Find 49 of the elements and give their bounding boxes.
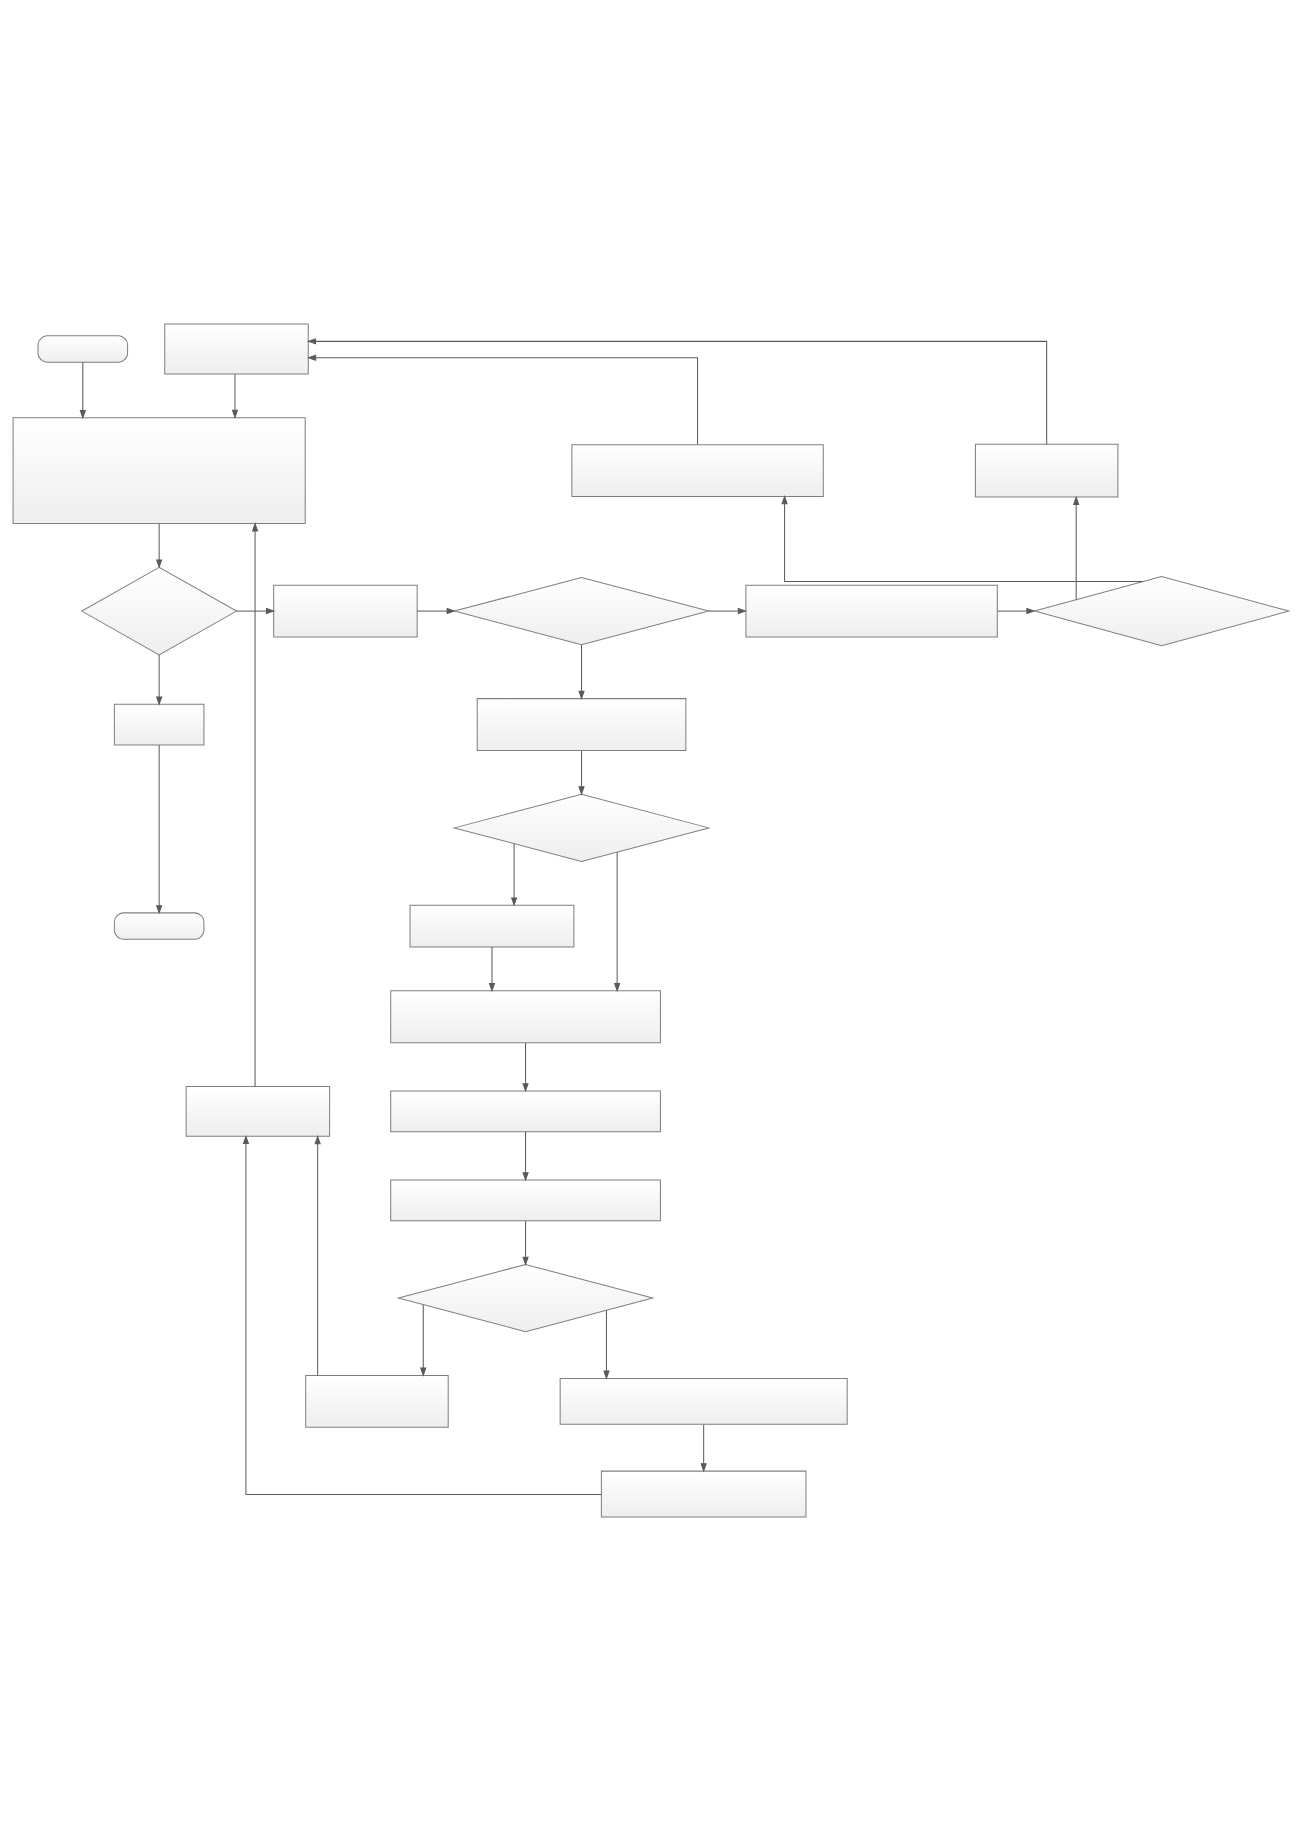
arrow [155,522,162,569]
arrow [242,1134,602,1495]
node-box [12,416,306,524]
arrow [521,1131,529,1181]
node-box [570,443,824,497]
arrow [613,851,620,992]
node-box [409,904,574,947]
node-box [389,989,661,1043]
arrow [251,521,258,1087]
arrow [780,494,1143,582]
arrow [488,946,495,992]
arrow [521,1042,529,1092]
arrow [577,643,585,700]
node-diamond [80,566,238,655]
node-box [744,584,998,638]
arrow [996,607,1036,614]
arrow [155,744,162,914]
arrow [707,607,747,614]
arrow [602,1309,610,1380]
arrow [1072,495,1079,600]
node-box [272,584,418,638]
node-box [185,1085,330,1137]
arrow [577,749,585,796]
node-box [974,443,1118,498]
arrow [521,1220,529,1266]
node-box [559,1377,848,1425]
node-box [113,703,204,745]
node-box [389,1179,661,1221]
arrow [231,373,238,419]
node-box [476,697,686,751]
arrow [419,1303,426,1377]
arrow [306,337,1047,445]
node-box [304,1374,449,1428]
node-box [163,323,309,374]
node-diamond [395,1263,655,1332]
arrow [306,353,698,445]
node-diamond [1032,575,1291,646]
arrow [313,1134,321,1376]
node-box [389,1089,661,1132]
node-oval [37,334,128,363]
node-diamond [451,793,711,862]
arrow [510,843,517,907]
node-box [600,1470,806,1517]
node-oval [113,911,204,940]
arrow [416,607,456,614]
arrow [699,1423,707,1473]
arrow [155,653,162,706]
arrow [235,607,275,614]
arrow [79,361,86,419]
